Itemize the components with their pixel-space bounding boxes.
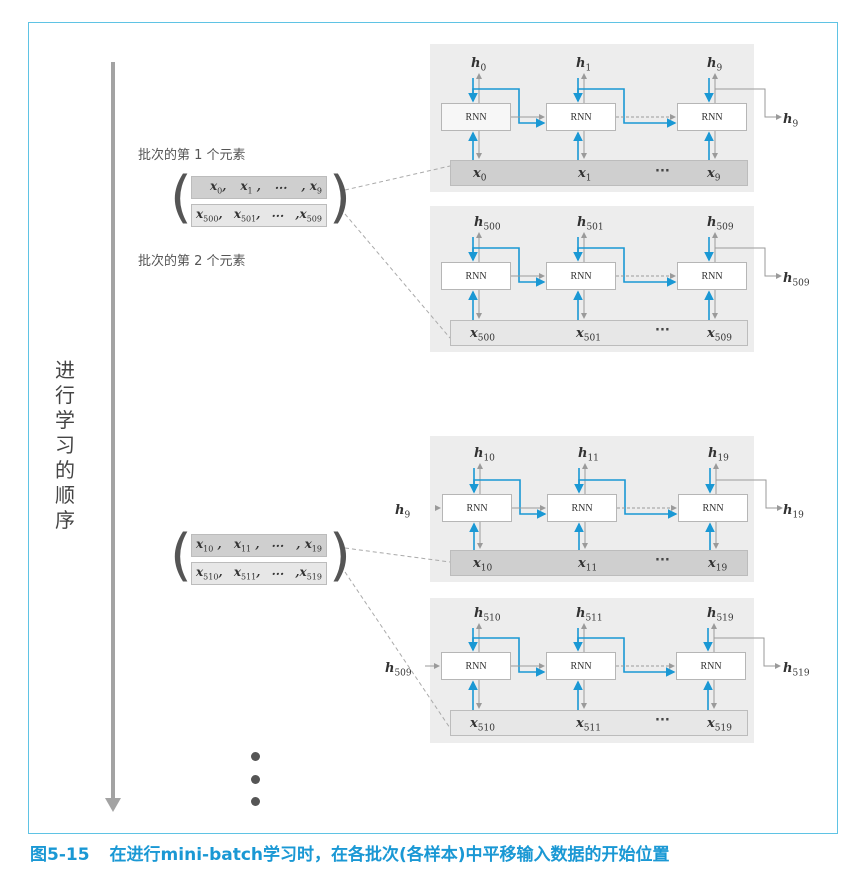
hidden-label: h1	[576, 56, 592, 74]
order-label: 进行学习的顺序	[55, 358, 75, 532]
input-hidden-label: h509	[385, 661, 412, 679]
hidden-label: h9	[707, 56, 723, 74]
ellipsis: ···	[655, 164, 670, 179]
rnn-cell: RNN	[441, 262, 511, 290]
annotation-first-element: 批次的第 1 个元素	[138, 148, 246, 163]
rnn-cell: RNN	[677, 262, 747, 290]
ellipsis: ···	[655, 323, 670, 338]
left-paren: (	[170, 165, 192, 230]
batch-row: x0, x1 , ··· , x9	[191, 176, 327, 199]
hidden-label: h500	[474, 215, 501, 233]
input-label: x511	[576, 716, 601, 734]
rnn-cell: RNN	[442, 494, 512, 522]
right-paren: )	[329, 523, 351, 588]
input-label: x11	[578, 556, 598, 574]
output-label: h519	[783, 661, 810, 679]
input-row	[450, 320, 748, 346]
input-label: x1	[578, 166, 592, 184]
hidden-label: h0	[471, 56, 487, 74]
input-label: x9	[707, 166, 721, 184]
figure-frame	[28, 22, 838, 834]
rnn-cell: RNN	[441, 652, 511, 680]
input-label: x0	[473, 166, 487, 184]
rnn-cell: RNN	[547, 494, 617, 522]
rnn-cell: RNN	[676, 652, 746, 680]
hidden-label: h519	[707, 606, 734, 624]
hidden-label: h510	[474, 606, 501, 624]
input-row	[450, 160, 748, 186]
hidden-label: h509	[707, 215, 734, 233]
output-label: h19	[783, 503, 804, 521]
rnn-cell: RNN	[546, 652, 616, 680]
input-label: x19	[708, 556, 728, 574]
hidden-label: h19	[708, 446, 729, 464]
input-hidden-label: h9	[395, 503, 411, 521]
input-label: x510	[470, 716, 495, 734]
batch-row: x500, x501, ··· ,x509	[191, 204, 327, 227]
hidden-label: h501	[577, 215, 604, 233]
input-row	[450, 550, 748, 576]
input-label: x519	[707, 716, 732, 734]
continuation-dot	[251, 797, 260, 806]
batch-row: x10 , x11 , ··· , x19	[191, 534, 327, 557]
continuation-dot	[251, 752, 260, 761]
rnn-cell: RNN	[678, 494, 748, 522]
input-label: x10	[473, 556, 493, 574]
rnn-cell: RNN	[546, 262, 616, 290]
continuation-dot	[251, 775, 260, 784]
input-label: x500	[470, 326, 495, 344]
hidden-label: h511	[576, 606, 603, 624]
input-row	[450, 710, 748, 736]
annotation-second-element: 批次的第 2 个元素	[138, 254, 246, 269]
output-label: h9	[783, 112, 799, 130]
rnn-cell: RNN	[441, 103, 511, 131]
right-paren: )	[329, 165, 351, 230]
rnn-cell: RNN	[677, 103, 747, 131]
ellipsis: ···	[655, 713, 670, 728]
batch-row: x510, x511, ··· ,x519	[191, 562, 327, 585]
ellipsis: ···	[655, 553, 670, 568]
input-label: x501	[576, 326, 601, 344]
hidden-label: h10	[474, 446, 495, 464]
rnn-cell: RNN	[546, 103, 616, 131]
left-paren: (	[170, 523, 192, 588]
input-label: x509	[707, 326, 732, 344]
hidden-label: h11	[578, 446, 599, 464]
output-label: h509	[783, 271, 810, 289]
